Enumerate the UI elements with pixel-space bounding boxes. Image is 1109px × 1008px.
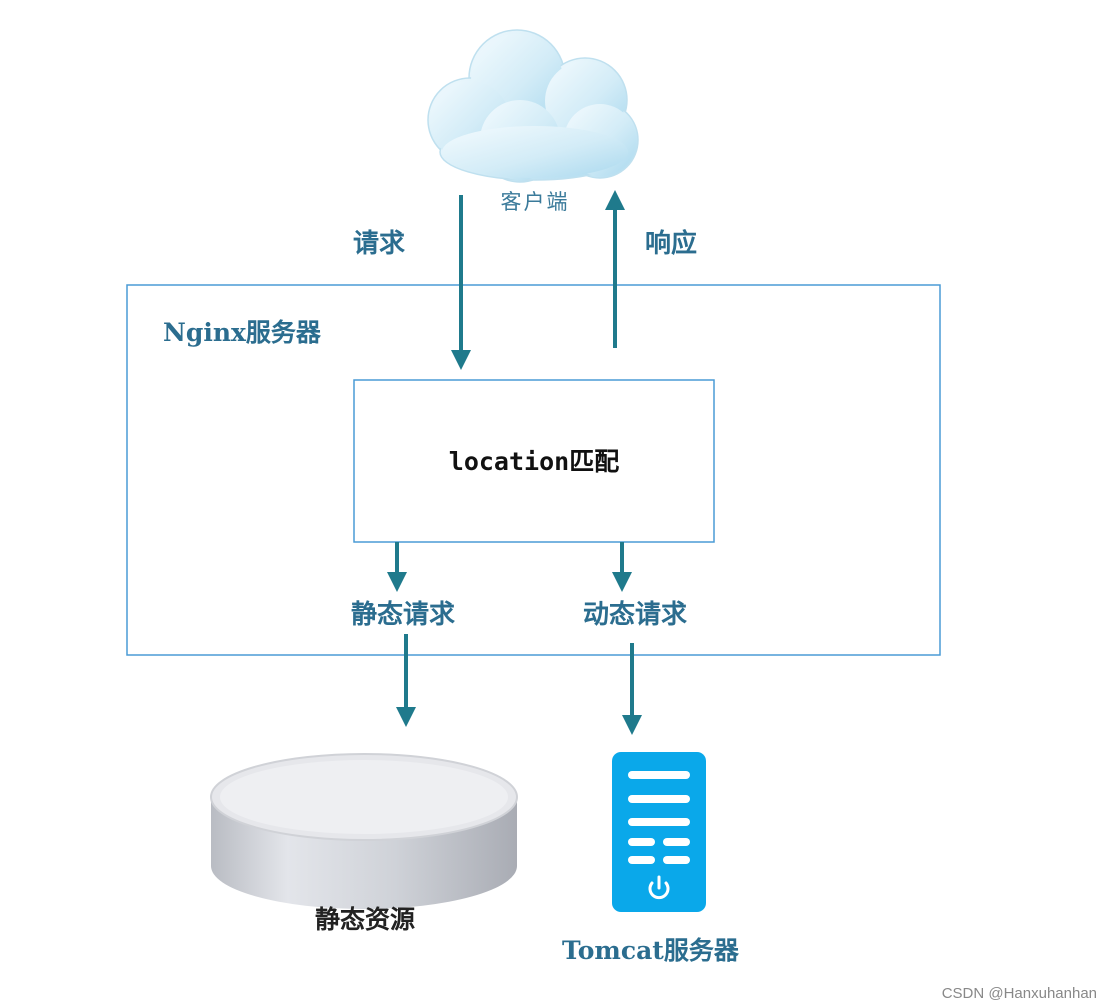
client-label: 客户端 [500, 190, 570, 214]
location-label: location匹配 [448, 447, 620, 476]
nginx-title: Nginx服务器 [163, 318, 321, 347]
request-label: 请求 [353, 229, 406, 259]
location-match-box [353, 379, 715, 543]
static-request-label: 静态请求 [351, 600, 456, 630]
server-icon [612, 752, 706, 912]
dynamic-request-label: 动态请求 [583, 600, 688, 630]
static-resource-label: 静态资源 [314, 905, 415, 934]
database-icon [210, 753, 518, 909]
nginx-server-box [126, 284, 941, 656]
cloud-icon [427, 29, 639, 183]
response-label: 响应 [645, 229, 698, 259]
power-icon [648, 875, 670, 900]
watermark: CSDN @Hanxuhanhan [941, 985, 1097, 1002]
tomcat-label: Tomcat服务器 [562, 936, 739, 965]
